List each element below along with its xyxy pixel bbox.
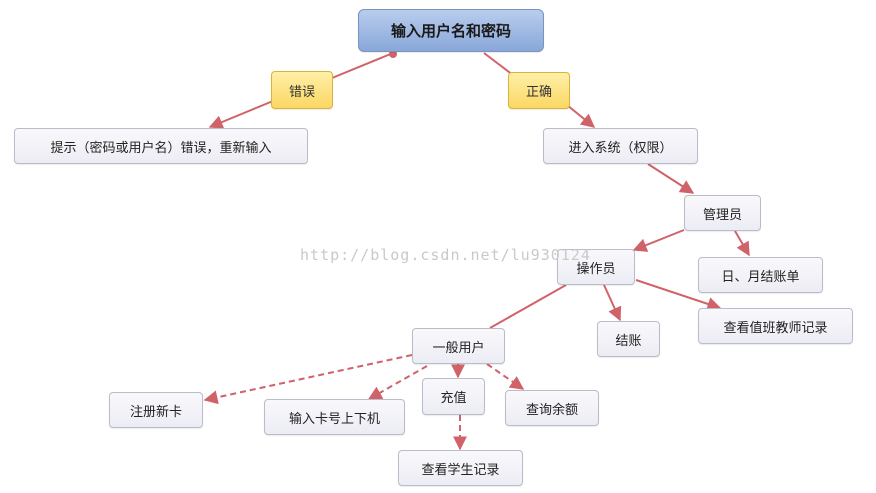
connector-error-to-message xyxy=(208,100,274,129)
connector-correct-to-system xyxy=(566,104,596,128)
watermark-text: http://blog.csdn.net/lu930124 xyxy=(300,246,591,264)
node-register-card: 注册新卡 xyxy=(109,392,203,428)
node-enter-system: 进入系统（权限） xyxy=(543,128,698,164)
label-correct: 正确 xyxy=(508,72,570,109)
connector-admin-to-bill xyxy=(734,230,750,257)
connector-admin-to-operator xyxy=(632,229,685,252)
node-admin: 管理员 xyxy=(684,195,761,231)
connector-root-to-error xyxy=(331,52,394,79)
connector-operator-to-general-user xyxy=(489,284,567,329)
node-operator: 操作员 xyxy=(557,249,635,285)
node-general-user: 一般用户 xyxy=(412,328,505,364)
connector-user-to-register xyxy=(203,354,413,405)
node-checkout: 结账 xyxy=(597,321,660,357)
node-root-login: 输入用户名和密码 xyxy=(358,9,544,52)
connector-user-to-card-login xyxy=(367,365,428,400)
connector-user-to-balance xyxy=(486,363,525,390)
node-query-balance: 查询余额 xyxy=(505,390,599,426)
connector-root-to-correct xyxy=(483,52,514,76)
connector-junction-dot xyxy=(389,50,397,58)
node-error-message: 提示（密码或用户名）错误，重新输入 xyxy=(14,128,308,164)
connector-system-to-admin xyxy=(647,163,695,194)
connector-operator-to-checkout xyxy=(603,284,622,322)
node-view-student-record: 查看学生记录 xyxy=(398,450,523,486)
node-view-teacher-record: 查看值班教师记录 xyxy=(698,308,853,344)
node-card-login-logout: 输入卡号上下机 xyxy=(264,399,405,435)
label-error: 错误 xyxy=(271,71,333,109)
node-daily-monthly-bill: 日、月结账单 xyxy=(698,257,823,293)
node-recharge: 充值 xyxy=(422,378,485,415)
connector-operator-to-teacher-record xyxy=(635,279,722,311)
